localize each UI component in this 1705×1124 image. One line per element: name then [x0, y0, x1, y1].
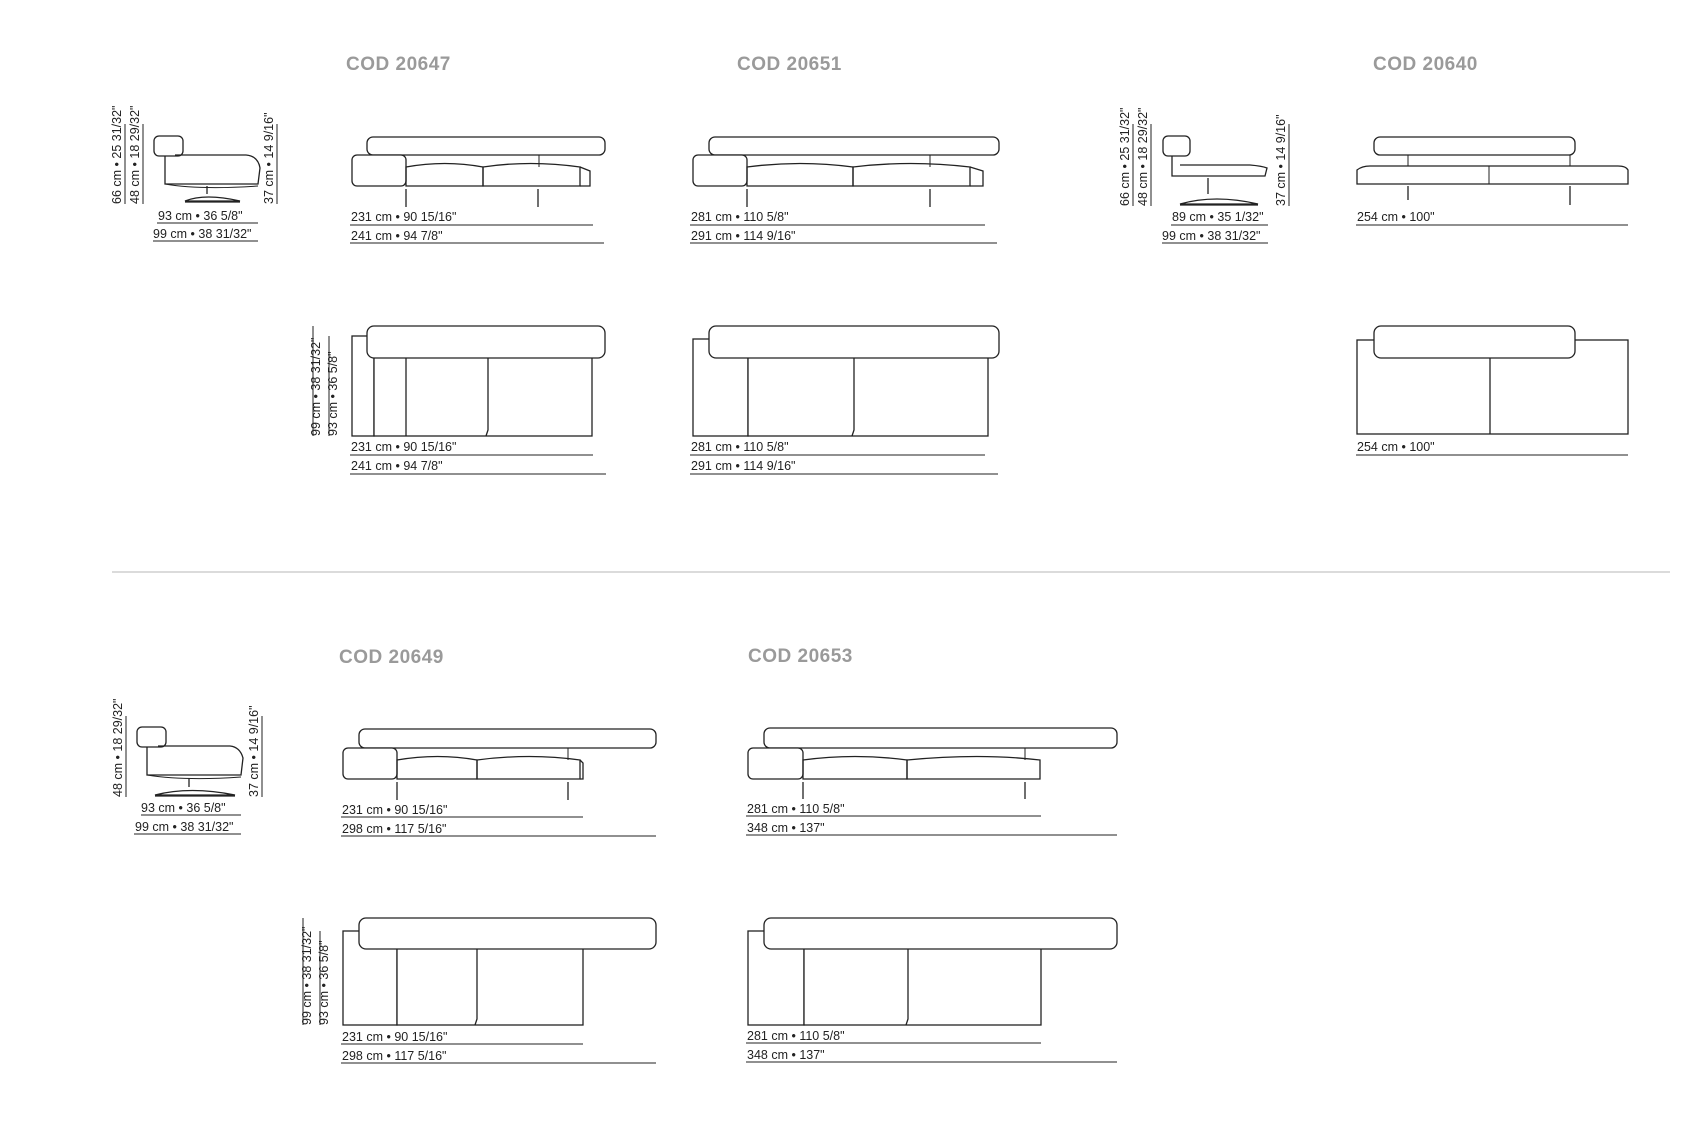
dim-20653-top-b: 348 cm • 137": [747, 1048, 825, 1062]
front-view-20649: [341, 728, 657, 837]
dim-s1-depth-a: 93 cm • 36 5/8": [158, 209, 243, 223]
dim-s2-h-total: 66 cm • 25 31/32": [1118, 108, 1132, 206]
dim-s2-depth-b: 99 cm • 38 31/32": [1162, 229, 1260, 243]
dim-20649-top-depth-b: 93 cm • 36 5/8": [317, 940, 331, 1025]
side-view-20647-20651: [124, 124, 278, 242]
dim-s3-h-seat: 37 cm • 14 9/16": [247, 705, 261, 797]
side-view-20640: [1132, 124, 1290, 244]
front-view-20647: [350, 136, 606, 244]
dim-20649-front-a: 231 cm • 90 15/16": [342, 803, 447, 817]
dim-20649-top-b: 298 cm • 117 5/16": [342, 1049, 446, 1063]
dim-20649-top-a: 231 cm • 90 15/16": [342, 1030, 447, 1044]
code-20653-label: COD 20653: [748, 646, 853, 667]
dim-s1-h-total: 66 cm • 25 31/32": [110, 106, 124, 204]
top-view-20649: [302, 917, 657, 1064]
dim-s3-depth-a: 93 cm • 36 5/8": [141, 801, 226, 815]
dim-20651-top-a: 281 cm • 110 5/8": [691, 440, 789, 454]
dim-20649-front-b: 298 cm • 117 5/16": [342, 822, 446, 836]
dim-s3-depth-b: 99 cm • 38 31/32": [135, 820, 233, 834]
dim-20647-top-b: 241 cm • 94 7/8": [351, 459, 443, 473]
side-view-20649-20653: [125, 716, 263, 835]
dim-20640-top: 254 cm • 100": [1357, 440, 1435, 454]
dim-20653-top-a: 281 cm • 110 5/8": [747, 1029, 845, 1043]
dim-20647-top-depth-a: 99 cm • 38 31/32": [309, 338, 323, 436]
top-view-20653: [746, 917, 1118, 1063]
dim-20647-front-a: 231 cm • 90 15/16": [351, 210, 456, 224]
front-view-20640: [1356, 136, 1629, 226]
top-view-20651: [690, 325, 1000, 475]
dim-s2-h-seat-back: 48 cm • 18 29/32": [1136, 108, 1150, 206]
code-20649-label: COD 20649: [339, 647, 444, 668]
dim-20640-front: 254 cm • 100": [1357, 210, 1435, 224]
top-view-20647: [312, 325, 606, 475]
dim-20651-front-b: 291 cm • 114 9/16": [691, 229, 795, 243]
dim-s2-h-seat: 37 cm • 14 9/16": [1274, 114, 1288, 206]
dim-20647-top-depth-b: 93 cm • 36 5/8": [326, 351, 340, 436]
dim-20647-top-a: 231 cm • 90 15/16": [351, 440, 456, 454]
dim-20651-top-b: 291 cm • 114 9/16": [691, 459, 795, 473]
dim-s1-h-seat: 37 cm • 14 9/16": [262, 112, 276, 204]
dim-s3-h-seat-back: 48 cm • 18 29/32": [111, 699, 125, 797]
dim-s1-h-seat-back: 48 cm • 18 29/32": [128, 106, 142, 204]
code-20640-label: COD 20640: [1373, 54, 1478, 75]
top-view-20640: [1356, 325, 1629, 456]
code-20647-label: COD 20647: [346, 54, 451, 75]
code-20651-label: COD 20651: [737, 54, 842, 75]
dim-20653-front-b: 348 cm • 137": [747, 821, 825, 835]
dim-s1-depth-b: 99 cm • 38 31/32": [153, 227, 251, 241]
dim-20651-front-a: 281 cm • 110 5/8": [691, 210, 789, 224]
front-view-20653: [746, 727, 1118, 836]
dim-20653-front-a: 281 cm • 110 5/8": [747, 802, 845, 816]
dim-20647-front-b: 241 cm • 94 7/8": [351, 229, 443, 243]
dim-s2-depth-a: 89 cm • 35 1/32": [1172, 210, 1264, 224]
dim-20649-top-depth-a: 99 cm • 38 31/32": [300, 927, 314, 1025]
front-view-20651: [690, 136, 1000, 244]
